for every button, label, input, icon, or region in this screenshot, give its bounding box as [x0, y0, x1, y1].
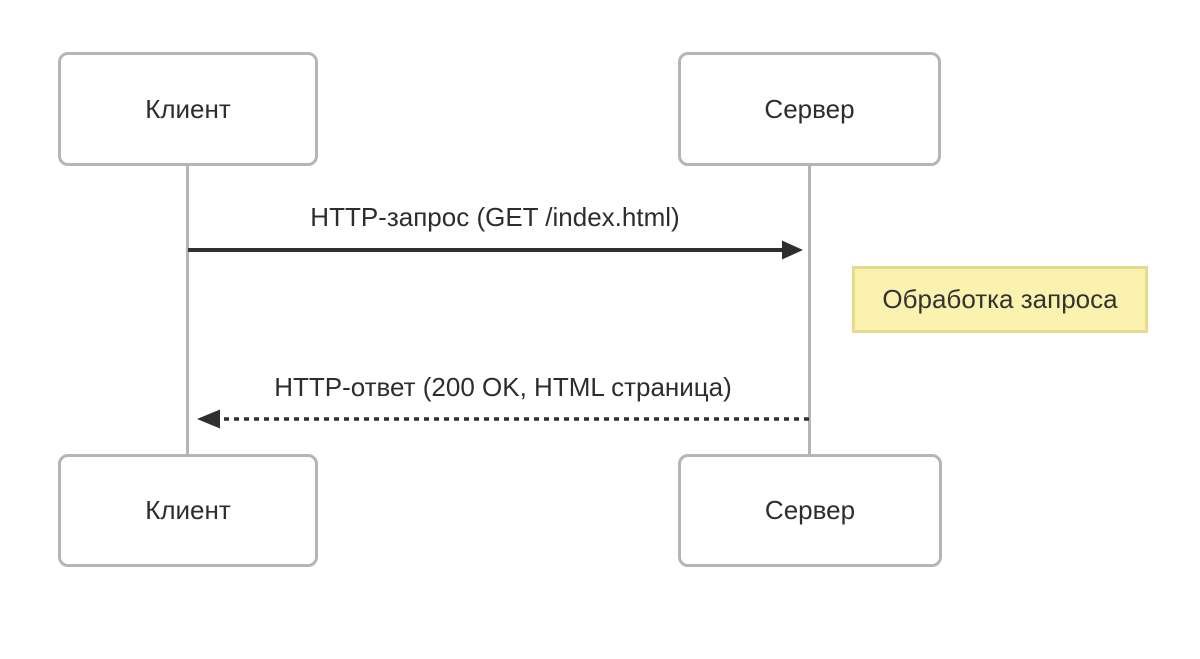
- actor-box-server-bottom: Сервер: [678, 454, 942, 567]
- note-processing-request: Обработка запроса: [852, 266, 1148, 333]
- message-label-request: HTTP-запрос (GET /index.html): [310, 202, 680, 232]
- actor-box-client-top: Клиент: [58, 52, 318, 166]
- actor-label: Сервер: [764, 93, 855, 124]
- actor-label: Клиент: [145, 93, 231, 124]
- actor-box-client-bottom: Клиент: [58, 454, 318, 567]
- message-label-response: HTTP-ответ (200 OK, HTML страница): [274, 372, 732, 402]
- arrowhead-left-icon: [197, 409, 220, 429]
- actor-label: Сервер: [764, 495, 856, 525]
- actor-box-server-top: Сервер: [678, 52, 941, 166]
- arrowhead-right-icon: [782, 240, 803, 260]
- actor-label: Клиент: [145, 495, 231, 525]
- note-label: Обработка запроса: [882, 284, 1118, 314]
